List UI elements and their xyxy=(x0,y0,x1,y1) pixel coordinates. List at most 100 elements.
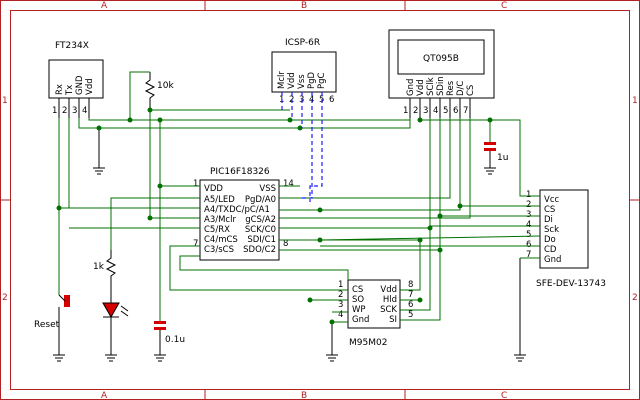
m95-pin-si: SI xyxy=(389,315,397,325)
sfe-pin-sck: Sck xyxy=(544,225,559,235)
m95-pinnum-5: 5 xyxy=(408,310,413,320)
m95m02-eeprom: CS SO WP Gnd Vdd Hld SCK SI 1 2 3 4 8 7 … xyxy=(338,279,413,348)
m95-pin-so: SO xyxy=(352,295,364,305)
qt095b-pinnum-1: 1 xyxy=(403,106,408,116)
frame-row-1-left: 1 xyxy=(2,96,8,106)
m95-pin-sck: SCK xyxy=(380,305,397,315)
pic-pinnum-14: 14 xyxy=(283,179,294,189)
icsp-pin-vss: Vss xyxy=(297,74,307,89)
ft234x-pinnum-2: 2 xyxy=(62,106,67,116)
pic-pin-gcs: gCS/A2 xyxy=(245,215,276,225)
pic-pin-c5: C5/RX xyxy=(204,225,230,235)
qt095b-pinnum-3: 3 xyxy=(423,106,428,116)
pic-pin-c3: C3/sCS xyxy=(204,245,234,255)
frame-col-a-bottom: A xyxy=(101,391,108,400)
led-indicator xyxy=(102,284,129,355)
icsp-pinnum-6: 6 xyxy=(329,95,334,105)
capacitor-0-1u-label: 0.1u xyxy=(165,335,185,345)
sfe-pin-vcc: Vcc xyxy=(544,195,559,205)
resistor-10k-label: 10k xyxy=(157,81,174,91)
frame-row-2-left: 2 xyxy=(2,293,8,303)
sfe-pin-gnd: Gnd xyxy=(544,255,561,265)
capacitor-1u: 1u xyxy=(484,118,508,168)
m95-pinnum-1: 1 xyxy=(338,280,343,290)
icsp-pin-pgd: PgD xyxy=(307,71,317,89)
qt095b-pin-res: Res xyxy=(446,80,456,96)
m95-pin-gnd: Gnd xyxy=(352,315,369,325)
frame-col-c-bottom: C xyxy=(501,391,507,400)
sfe-pinnum-4: 4 xyxy=(526,220,531,230)
sfe-label: SFE-DEV-13743 xyxy=(536,279,606,289)
ft234x-pinnum-4: 4 xyxy=(82,106,87,116)
pic-pinnum-1: 1 xyxy=(193,179,198,189)
ft234x-pin-gnd: GND xyxy=(75,75,85,95)
reset-switch: Reset xyxy=(34,118,70,355)
frame-col-b-bottom: B xyxy=(301,391,307,400)
qt095b-display: QT095B Gnd Vdd SClk SDin Res D/C CS 1 2 … xyxy=(388,29,495,118)
sfe-pin-cs: CS xyxy=(544,205,555,215)
ft234x-pinnum-3: 3 xyxy=(72,106,77,116)
wiring xyxy=(56,71,541,325)
ground-symbols xyxy=(53,128,526,362)
sfe-pinnum-6: 6 xyxy=(526,240,531,250)
qt095b-pinnum-6: 6 xyxy=(453,106,458,116)
qt095b-pinnum-4: 4 xyxy=(433,106,438,116)
sfe-pinnum-7: 7 xyxy=(526,250,531,260)
qt095b-pinnum-2: 2 xyxy=(413,106,418,116)
sfe-pinnum-2: 2 xyxy=(526,200,531,210)
m95-pinnum-3: 3 xyxy=(338,300,343,310)
qt095b-label: QT095B xyxy=(423,54,459,64)
qt095b-pin-sclk: SClk xyxy=(426,77,436,96)
icsp-pin-mclr: Mclr xyxy=(277,71,287,89)
ft234x-module: FT234X Rx Tx GND Vdd 1 2 3 4 xyxy=(48,41,104,118)
pic16f18326-chip: PIC16F18326 VDD A5/LED A4/TXDC/pC/A1 A3/… xyxy=(193,167,294,261)
ft234x-pin-rx: Rx xyxy=(55,84,65,95)
resistor-1k-label: 1k xyxy=(93,262,105,272)
sfe-pinnum-5: 5 xyxy=(526,230,531,240)
qt095b-pin-vdd: Vdd xyxy=(416,79,426,96)
m95-pin-cs: CS xyxy=(352,285,363,295)
resistor-1k: 1k xyxy=(93,250,117,284)
icsp-dashed-links xyxy=(281,92,323,202)
qt095b-pin-dc: D/C xyxy=(456,81,466,96)
qt095b-pinnum-7: 7 xyxy=(463,106,468,116)
m95-pinnum-2: 2 xyxy=(338,290,343,300)
frame-col-c-top: C xyxy=(501,1,507,11)
m95-label: M95M02 xyxy=(349,338,387,348)
pic-pin-pgd: PgD/A0 xyxy=(245,195,276,205)
capacitor-1u-label: 1u xyxy=(497,153,508,163)
frame-row-1-right: 1 xyxy=(632,96,638,106)
m95-pinnum-7: 7 xyxy=(408,290,413,300)
m95-pin-wp: WP xyxy=(352,305,366,315)
m95-pinnum-8: 8 xyxy=(408,280,413,290)
m95-pinnum-4: 4 xyxy=(338,310,343,320)
reset-label: Reset xyxy=(34,320,60,330)
frame-col-b-top: B xyxy=(301,1,307,11)
ft234x-label: FT234X xyxy=(55,41,89,51)
pic-pin-sck: SCK/C0 xyxy=(245,225,276,235)
pic-pinnum-7: 7 xyxy=(193,239,198,249)
resistor-10k: 10k xyxy=(144,72,174,108)
sfe-dev-13743-module: Vcc CS Di Sck Do CD Gnd 1 2 3 4 5 6 7 SF… xyxy=(526,189,606,289)
pic-pin-sdo: SDO/C2 xyxy=(243,245,276,255)
sfe-pin-cd: CD xyxy=(544,245,557,255)
sfe-pin-do: Do xyxy=(544,235,556,245)
m95-pinnum-6: 6 xyxy=(408,300,413,310)
ft234x-pin-vdd: Vdd xyxy=(85,78,95,95)
m95-pin-vdd: Vdd xyxy=(380,285,397,295)
pic-pin-vdd: VDD xyxy=(204,184,223,194)
pic-pin-a3: A3/Mclr xyxy=(204,215,236,225)
frame-row-2-right: 2 xyxy=(632,293,638,303)
pic-pinnum-8: 8 xyxy=(283,239,288,249)
ft234x-pin-tx: Tx xyxy=(65,85,75,96)
m95-pin-hld: Hld xyxy=(383,295,397,305)
qt095b-pin-sdin: SDin xyxy=(436,76,446,96)
sfe-pinnum-3: 3 xyxy=(526,210,531,220)
pic-pin-sdi: SDI/C1 xyxy=(247,235,276,245)
ft234x-pinnum-1: 1 xyxy=(52,106,57,116)
frame-col-a-top: A xyxy=(101,1,108,11)
pic-pin-c4: C4/mCS xyxy=(204,235,238,245)
sfe-pinnum-1: 1 xyxy=(526,190,531,200)
qt095b-pinnum-5: 5 xyxy=(443,106,448,116)
sfe-pin-di: Di xyxy=(544,215,553,225)
